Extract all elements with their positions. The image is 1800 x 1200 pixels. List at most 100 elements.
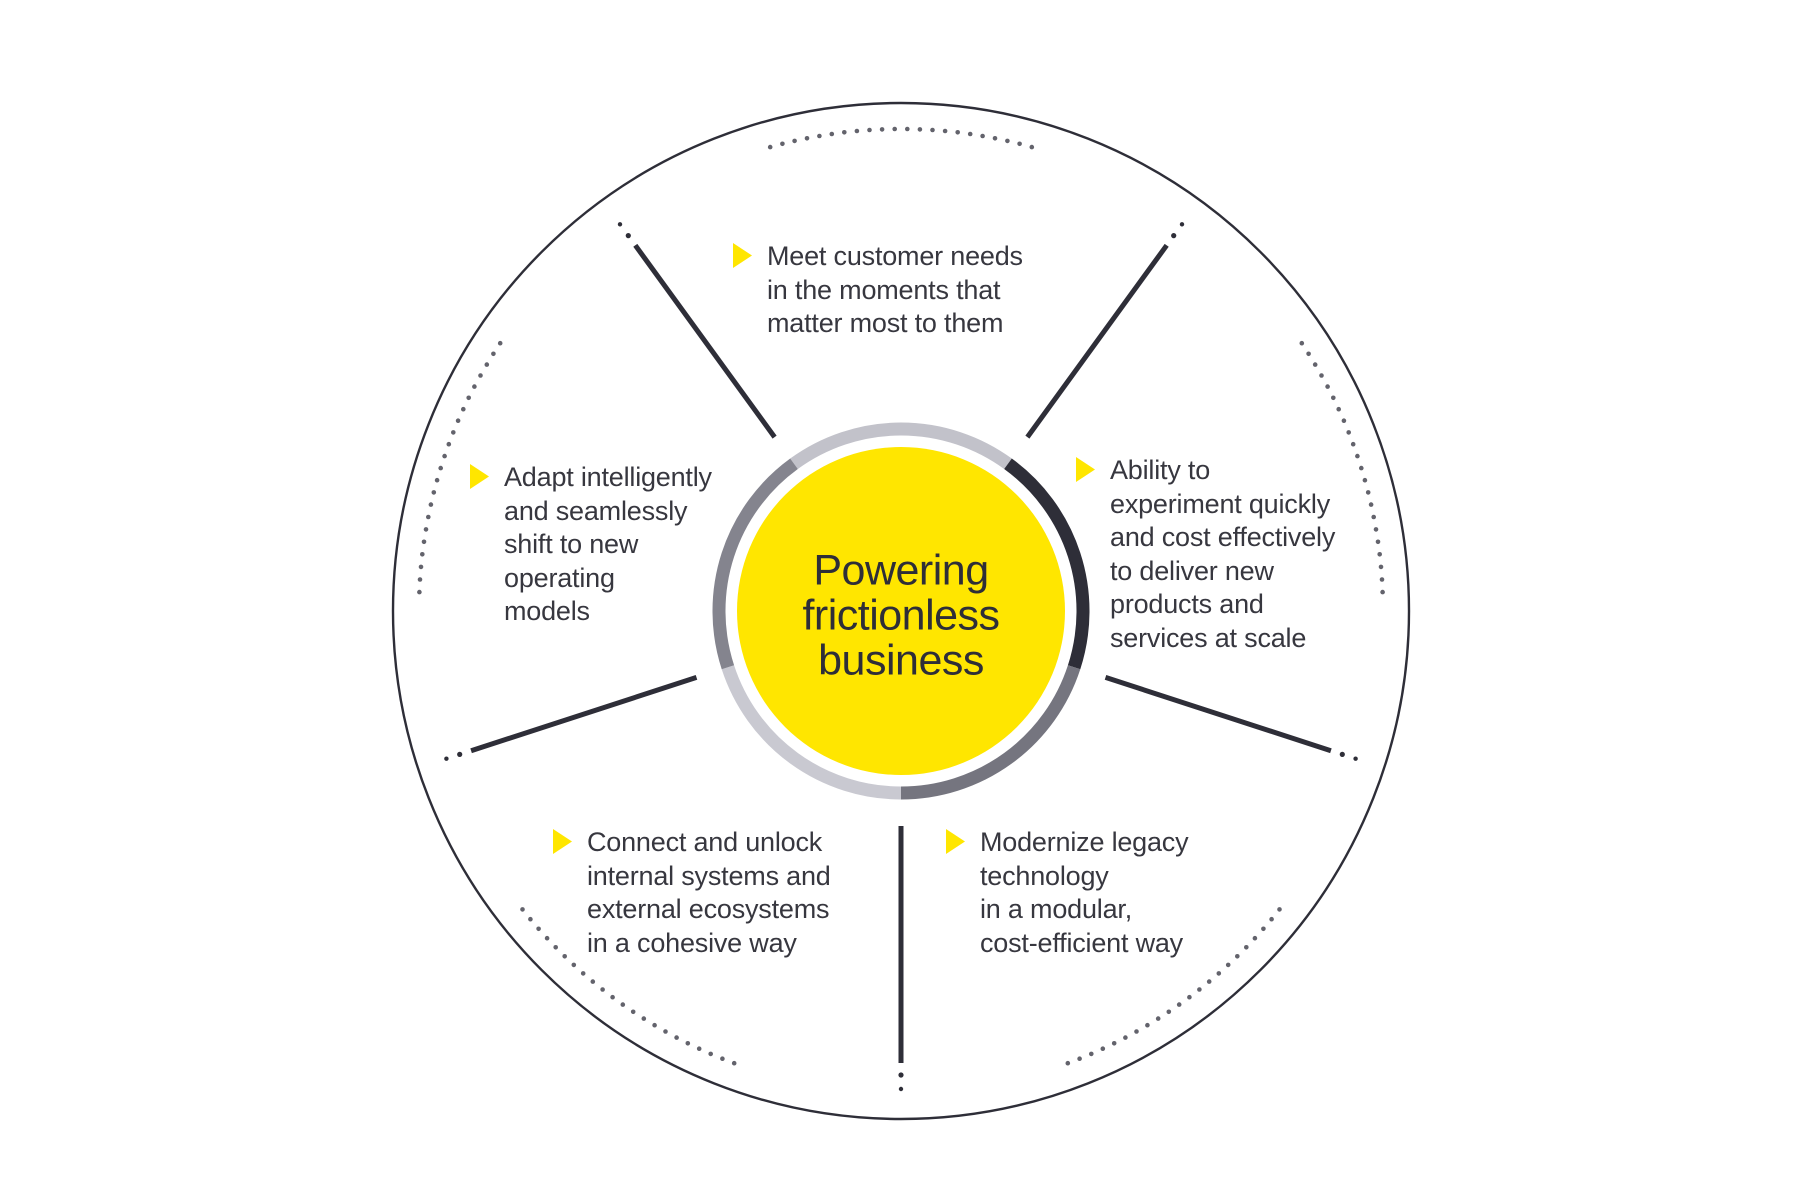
ring-segment-right xyxy=(1004,458,1090,670)
label-line: technology xyxy=(980,860,1109,891)
decor-dot xyxy=(829,131,835,137)
decor-dot xyxy=(1375,539,1381,545)
decor-dot xyxy=(1123,1035,1128,1040)
decor-dot xyxy=(1312,362,1318,367)
decor-dot xyxy=(620,1002,626,1007)
decor-dot xyxy=(562,954,567,959)
label-line: internal systems and xyxy=(587,860,831,891)
decor-dot xyxy=(905,126,910,132)
decor-dot xyxy=(708,1051,713,1057)
label-line: Ability to xyxy=(1110,455,1211,485)
label-text: Adapt intelligently and seamlessly shift… xyxy=(504,461,712,629)
label-line: services at scale xyxy=(1110,622,1307,653)
label-connect-and-unlock: Connect and unlock internal systems and … xyxy=(553,826,831,960)
label-ability-to-experiment: Ability to experiment quickly and cost e… xyxy=(1076,454,1335,655)
divider-line-top-left xyxy=(633,243,777,439)
decor-dot xyxy=(544,935,550,941)
decor-dot xyxy=(1378,564,1384,570)
decor-dot xyxy=(418,564,424,570)
decor-dot xyxy=(1261,926,1266,932)
label-modernize-legacy: Modernize legacy technology in a modular… xyxy=(946,826,1189,960)
decor-dot xyxy=(1176,1002,1182,1007)
decor-dot xyxy=(696,1046,702,1051)
ring-segment-bottom-right xyxy=(900,665,1081,800)
decor-dot xyxy=(967,131,973,137)
decor-dot xyxy=(804,136,810,141)
decor-dot xyxy=(553,945,558,950)
decor-dot xyxy=(955,130,960,135)
decor-dot xyxy=(1336,406,1341,412)
bullet-triangle-icon xyxy=(470,464,489,489)
decor-dot xyxy=(457,751,463,758)
hub-circle xyxy=(737,447,1065,775)
label-line: Meet customer needs xyxy=(767,241,1023,271)
decor-dot xyxy=(1171,233,1177,239)
decor-dot xyxy=(674,1035,679,1040)
label-line: Adapt intelligently xyxy=(504,462,712,492)
decor-dot xyxy=(1065,1060,1071,1066)
decor-dot xyxy=(497,340,503,346)
label-line: cost-efficient way xyxy=(980,927,1183,958)
decor-dot xyxy=(423,527,429,532)
bullet-triangle-icon xyxy=(1076,457,1095,482)
decor-dot xyxy=(1299,340,1305,346)
label-line: experiment quickly xyxy=(1110,488,1330,519)
outer-circle xyxy=(391,101,1411,1121)
label-line: in a cohesive way xyxy=(587,927,797,958)
decor-dot xyxy=(1325,384,1330,389)
label-line: models xyxy=(504,596,590,626)
decor-dot xyxy=(1216,971,1222,976)
decor-dot xyxy=(1269,916,1274,922)
decor-dot xyxy=(1379,577,1385,582)
decor-dot xyxy=(1306,351,1311,357)
ring-segment-bottom-left xyxy=(721,665,902,800)
decor-dot xyxy=(1331,395,1336,401)
decor-dot xyxy=(867,127,872,133)
decor-dot xyxy=(1179,222,1185,227)
decor-dot xyxy=(842,130,847,135)
label-line: and seamlessly xyxy=(504,495,688,526)
center-title-line: frictionless xyxy=(802,591,1000,640)
decor-dot xyxy=(600,987,605,992)
decor-dot xyxy=(1077,1056,1082,1061)
decor-dot xyxy=(421,539,427,545)
label-line: external ecosystems xyxy=(587,894,830,924)
decor-dot xyxy=(461,406,466,412)
label-line: Modernize legacy xyxy=(980,827,1189,857)
decor-dot xyxy=(630,1009,636,1015)
decor-dot xyxy=(1145,1022,1150,1028)
decor-dot xyxy=(478,373,483,378)
decor-dot xyxy=(1365,490,1371,495)
decor-dot xyxy=(1235,954,1240,959)
label-line: shift to new xyxy=(504,529,639,559)
decor-dot xyxy=(446,441,452,447)
decor-dot xyxy=(942,128,948,134)
decor-dot xyxy=(731,1060,737,1066)
label-line: matter most to them xyxy=(767,308,1004,338)
decor-dot xyxy=(1155,1016,1161,1021)
decor-dot xyxy=(431,490,437,495)
label-adapt-intelligently: Adapt intelligently and seamlessly shift… xyxy=(470,461,712,629)
decor-dot xyxy=(438,465,444,471)
divider-line-bottom-right xyxy=(1104,675,1332,754)
decor-dot xyxy=(428,502,434,507)
decor-dot xyxy=(580,971,586,976)
decor-dot xyxy=(892,126,897,132)
decor-dot xyxy=(472,384,477,389)
decor-dot xyxy=(817,133,822,139)
decor-dot xyxy=(1346,430,1351,435)
decor-dot xyxy=(1377,552,1382,557)
decor-dot xyxy=(898,1072,904,1078)
decor-dot xyxy=(625,233,631,239)
decor-dot xyxy=(455,418,461,424)
sector-divider-lines xyxy=(470,243,1332,1063)
label-line: in the moments that xyxy=(767,274,1001,305)
decor-dot xyxy=(1252,935,1258,941)
divider-line-bottom-left xyxy=(470,675,698,754)
label-text: Connect and unlock internal systems and … xyxy=(587,826,831,960)
decor-dot xyxy=(767,144,773,150)
ring-segment-left xyxy=(712,458,798,670)
decor-dot xyxy=(663,1029,668,1034)
decor-dot xyxy=(930,127,935,133)
decor-dot xyxy=(417,589,422,595)
